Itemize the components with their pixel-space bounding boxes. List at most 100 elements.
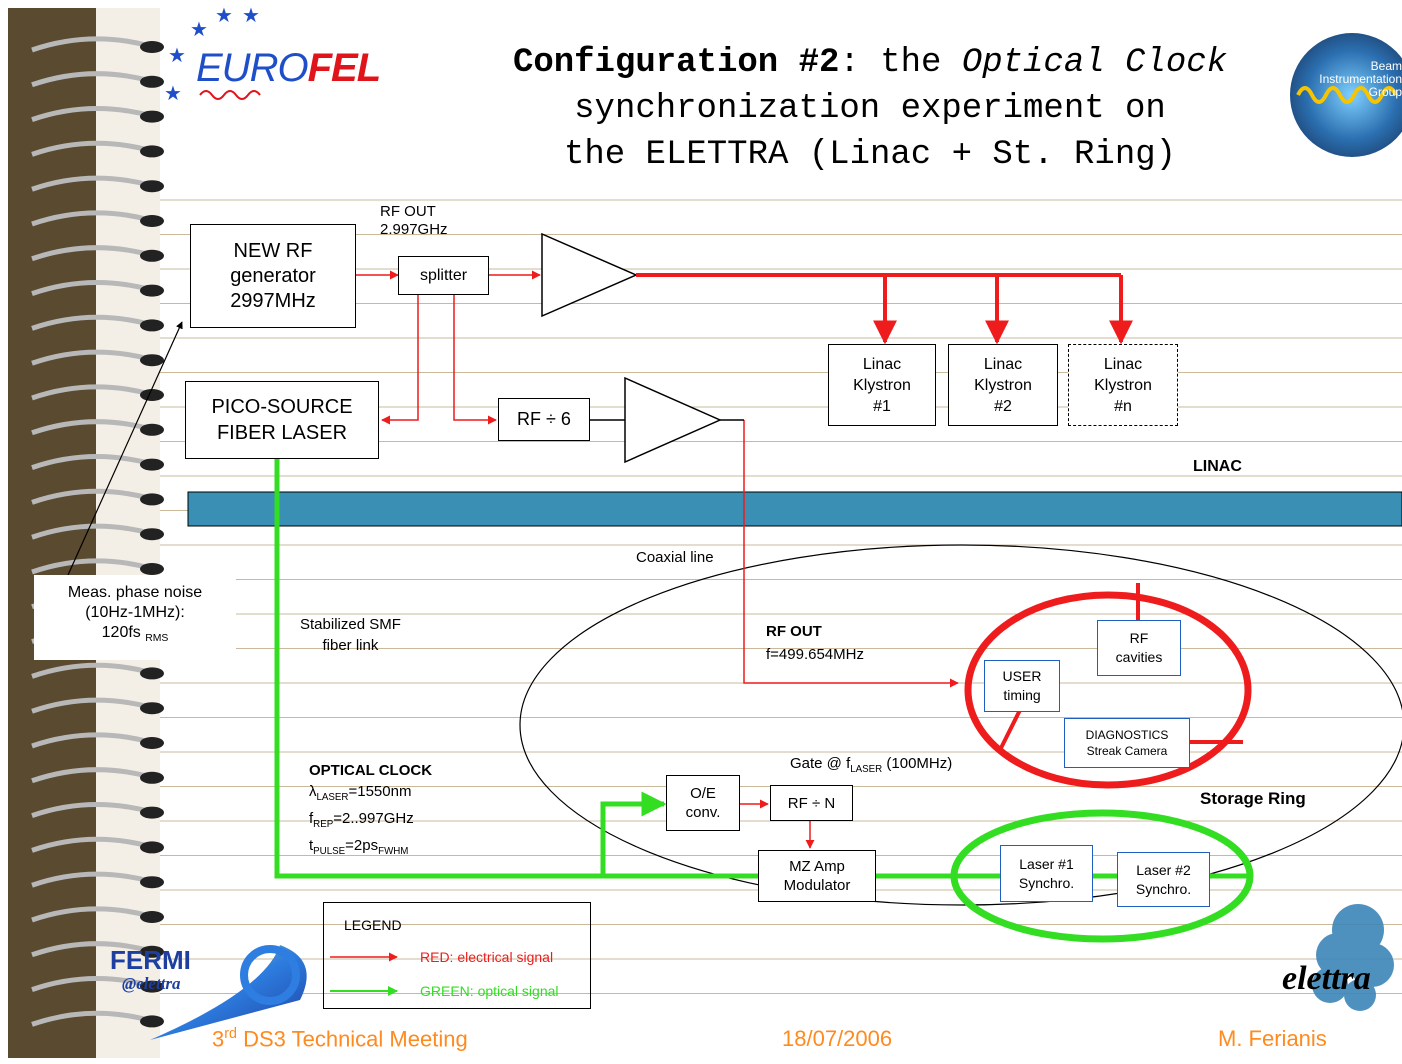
spiral-ring	[31, 976, 164, 993]
rf-out-ring-label: RF OUT	[766, 623, 822, 640]
rf-div6-box: RF ÷ 6	[498, 398, 590, 441]
spiral-ring	[31, 871, 164, 889]
eurofel-logo: EUROFEL	[196, 46, 382, 91]
spiral-rings	[31, 36, 164, 1028]
eurofel-euro: EURO	[196, 46, 309, 90]
red-ring	[964, 591, 1252, 789]
spiral-ring	[31, 802, 164, 819]
title-config: Configuration #2	[512, 44, 840, 82]
spiral-ring	[31, 36, 164, 53]
phase-noise-box: Meas. phase noise (10Hz-1MHz): 120fs RMS	[34, 575, 236, 660]
linac-beamline	[187, 491, 1402, 527]
slide-title: Configuration #2: the Optical Clock sync…	[480, 40, 1260, 178]
klystron-1-box: Linac Klystron #1	[828, 344, 936, 426]
gate-sub: LASER	[850, 764, 883, 775]
title-line-3: the ELETTRA (Linac + St. Ring)	[563, 136, 1177, 174]
mz-modulator-box: MZ Amp Modulator	[758, 850, 876, 902]
eurofel-stars: ★★★ ★★	[164, 3, 260, 105]
svg-text:★: ★	[215, 3, 233, 27]
rf-amplifier-2	[624, 376, 722, 464]
eurofel-fel: FEL	[307, 46, 382, 90]
title-line-2: synchronization experiment on	[574, 90, 1166, 128]
oc-tpulse-val: =2ps	[345, 837, 379, 854]
electrical-signals	[356, 270, 1133, 849]
oc-tpulse: t	[309, 837, 314, 854]
oe-converter-box: O/E conv.	[666, 775, 740, 831]
beam-group-text: Beam Instrumentation Group	[1319, 60, 1402, 99]
elettra-blob-icon	[1312, 904, 1394, 1011]
splitter-box: splitter	[398, 256, 489, 295]
elettra-logo-text: elettra	[1282, 960, 1371, 997]
oc-lambda: λ	[309, 783, 317, 800]
gate-label: Gate @ fLASER (100MHz)	[790, 755, 952, 775]
spiral-ring	[31, 941, 164, 958]
spiral-ring	[31, 836, 164, 854]
storage-ring-ellipse	[519, 544, 1402, 906]
gate-b: (100MHz)	[882, 755, 953, 772]
eurofel-wave	[199, 90, 261, 100]
ring-to-user	[998, 709, 1022, 751]
fermi-ring-icon	[240, 945, 300, 1005]
footer-meeting-sup: rd	[224, 1026, 237, 1042]
storage-ring-label: Storage Ring	[1200, 789, 1306, 808]
rf-out-top-label: RF OUT 2.997GHz	[380, 203, 448, 238]
spiral-ring	[31, 349, 164, 367]
fermi-logo-text: FERMI	[110, 945, 191, 975]
optical-clock-title: OPTICAL CLOCK	[309, 762, 433, 779]
svg-text:★: ★	[190, 17, 208, 41]
laser-2-box: Laser #2 Synchro.	[1117, 852, 1210, 907]
legend-box: LEGEND RED: electrical signal GREEN: opt…	[323, 902, 591, 1009]
spiral-ring	[31, 419, 164, 436]
fermi-logo-sub: @elettra	[122, 974, 181, 993]
spiral-ring	[31, 662, 164, 680]
phase-noise-text: Meas. phase noise (10Hz-1MHz):	[67, 584, 203, 621]
rf-generator-box: NEW RF generator 2997MHz	[190, 224, 356, 328]
spiral-ring	[31, 384, 164, 401]
legend-title: LEGEND	[344, 917, 402, 933]
pico-laser-box: PICO-SOURCE FIBER LASER	[185, 381, 379, 459]
gate-a: Gate @ f	[790, 755, 851, 772]
spiral-ring	[31, 106, 164, 123]
spiral-ring	[31, 140, 164, 158]
spiral-ring	[31, 767, 164, 784]
laser-1-box: Laser #1 Synchro.	[1000, 845, 1093, 902]
spiral-ring	[31, 280, 164, 297]
streak-camera-label: Streak Camera	[1086, 744, 1168, 758]
klystron-2-box: Linac Klystron #2	[948, 344, 1058, 426]
klystron-n-box: Linac Klystron #n	[1068, 344, 1178, 426]
phase-noise-rms: RMS	[145, 633, 169, 645]
fermi-swoosh-icon	[150, 945, 307, 1040]
spiral-ring	[31, 175, 164, 193]
legend-green-label: GREEN: optical signal	[420, 983, 559, 999]
svg-text:★: ★	[242, 3, 260, 27]
title-optical-clock: Optical Clock	[961, 44, 1228, 82]
user-timing-box: USER timing	[984, 660, 1060, 712]
spiral-ring	[31, 245, 164, 262]
spiral-ring	[31, 454, 164, 471]
diagnostics-box: DIAGNOSTICS Streak Camera	[1064, 718, 1190, 768]
black-connectors	[67, 321, 744, 576]
spiral-ring	[31, 697, 164, 715]
rf-divn-box: RF ÷ N	[770, 785, 853, 821]
spiral-ring	[31, 314, 164, 332]
diagnostics-label: DIAGNOSTICS	[1085, 728, 1169, 742]
oc-frep: f	[309, 810, 314, 827]
svg-text:★: ★	[164, 81, 182, 105]
oc-lambda-sub: LASER	[316, 792, 349, 803]
oc-frep-val: =2..997GHz	[333, 810, 414, 827]
optical-signals	[274, 458, 1253, 879]
rf-out-freq-label: f=499.654MHz	[766, 646, 864, 663]
oc-lambda-val: =1550nm	[348, 783, 412, 800]
spiral-ring	[31, 906, 164, 923]
footer-author: M. Ferianis	[1218, 1026, 1327, 1051]
footer-meeting: 3rd DS3 Technical Meeting	[212, 1026, 468, 1052]
smf-link-label: Stabilized SMF fiber link	[300, 616, 401, 654]
footer-meeting-num: 3	[212, 1026, 225, 1052]
spiral-ring	[31, 558, 164, 575]
beam-wave-icon	[1296, 86, 1398, 104]
optical-clock-block: OPTICAL CLOCK λLASER=1550nm fREP=2..997G…	[309, 760, 432, 862]
legend-red-label: RED: electrical signal	[420, 949, 554, 965]
phase-noise-value: 120fs	[101, 624, 141, 641]
linac-label: LINAC	[1193, 458, 1242, 475]
